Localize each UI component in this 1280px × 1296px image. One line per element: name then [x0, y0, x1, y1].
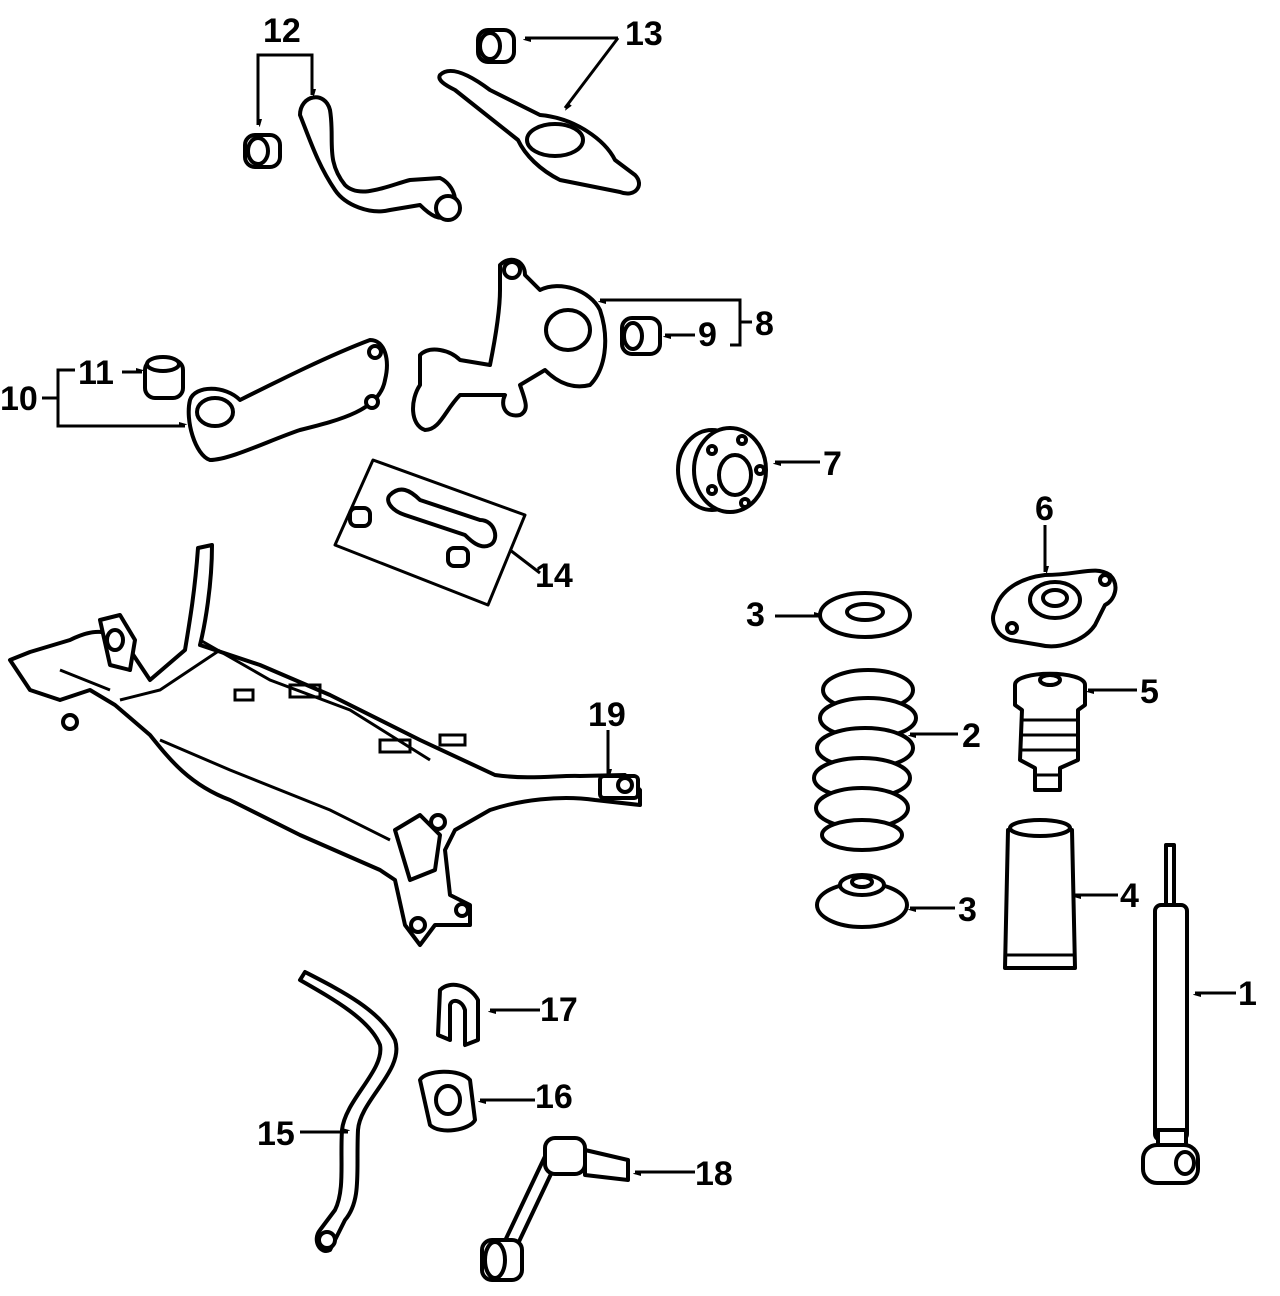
part-4-dust-boot[interactable]	[1003, 818, 1077, 970]
part-14-link-kit[interactable]	[333, 458, 527, 607]
callout-7: 7	[823, 445, 842, 483]
part-1-shock-absorber[interactable]	[1141, 843, 1200, 1185]
callout-6: 6	[1035, 490, 1054, 528]
part-12-upper-control-arm[interactable]	[243, 95, 462, 222]
callout-4: 4	[1120, 877, 1139, 915]
callout-17: 17	[540, 991, 578, 1029]
callout-labels: 12 13 11 10 8 9 7 14 6 3 5 2 19 4 3 1 17…	[0, 12, 1257, 1193]
callout-12: 12	[263, 12, 301, 50]
callout-2: 2	[962, 717, 981, 755]
callout-14: 14	[535, 557, 573, 595]
callout-18: 18	[695, 1155, 733, 1193]
callout-8: 8	[755, 305, 774, 343]
callout-15: 15	[257, 1115, 295, 1153]
part-10-trailing-arm[interactable]	[143, 338, 389, 462]
part-2-coil-spring[interactable]	[812, 668, 918, 852]
callout-11: 11	[78, 354, 114, 392]
part-5-bump-stop[interactable]	[1013, 671, 1087, 792]
callout-19: 19	[588, 696, 626, 734]
part-6-strut-mount[interactable]	[991, 568, 1118, 649]
callout-10: 10	[0, 380, 38, 418]
part-16-stabilizer-bushing[interactable]	[418, 1069, 477, 1133]
callout-9: 9	[698, 316, 717, 354]
callout-3-lower: 3	[958, 891, 977, 929]
part-7-wheel-hub[interactable]	[676, 426, 768, 514]
part-19-subframe[interactable]	[8, 543, 642, 947]
part-13-lower-control-arm[interactable]	[437, 28, 641, 196]
leader-lines	[42, 36, 1236, 1172]
callout-5: 5	[1140, 673, 1159, 711]
part-3-lower-spring-seat[interactable]	[815, 873, 909, 929]
part-18-stabilizer-link[interactable]	[480, 1136, 630, 1282]
part-8-knuckle[interactable]	[411, 257, 662, 432]
part-17-bushing-clamp[interactable]	[436, 982, 480, 1047]
part-15-stabilizer-bar[interactable]	[298, 970, 399, 1253]
callout-16: 16	[535, 1078, 573, 1116]
part-3-upper-spring-seat[interactable]	[818, 591, 912, 639]
callout-1: 1	[1238, 975, 1257, 1013]
callout-13: 13	[625, 15, 663, 53]
callout-3-upper: 3	[746, 596, 765, 634]
